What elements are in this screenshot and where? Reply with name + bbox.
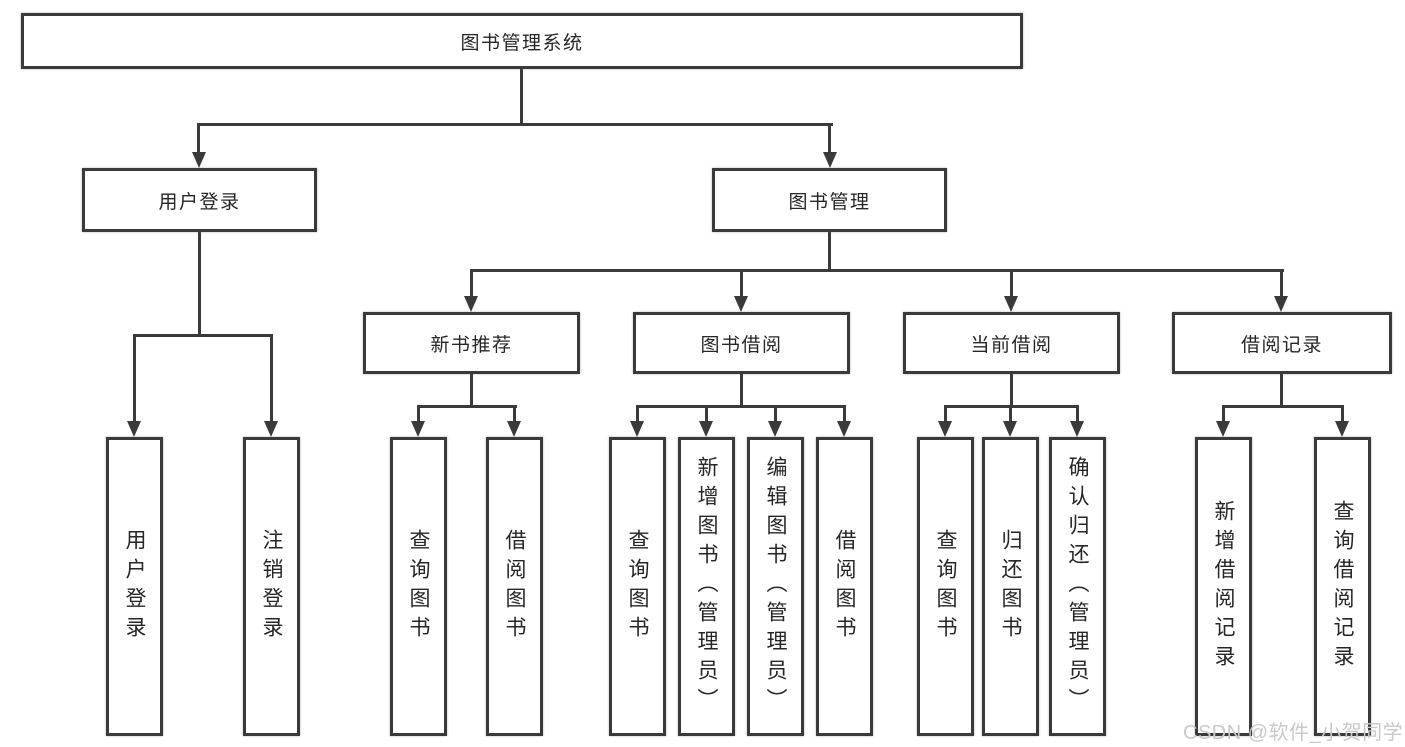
leaf-user-login: 用户登录 bbox=[106, 437, 163, 736]
connector-line bbox=[513, 405, 516, 422]
leaf-br-add-borrow-record: 新增借阅记录 bbox=[1195, 437, 1252, 736]
connector-arrowhead bbox=[1003, 421, 1017, 437]
leaf-cb-return-books: 归还图书 bbox=[982, 437, 1039, 736]
node-label: 查询借阅记录 bbox=[1331, 499, 1354, 674]
node-label: 当前借阅 bbox=[970, 334, 1053, 356]
connector-arrowhead bbox=[837, 421, 851, 437]
connector-arrowhead bbox=[630, 421, 644, 437]
node-book-borrowing: 图书借阅 bbox=[633, 312, 850, 374]
connector-line bbox=[636, 405, 639, 422]
connector-line bbox=[1010, 269, 1013, 297]
node-label: 图书借阅 bbox=[700, 334, 783, 356]
connector-arrowhead bbox=[127, 421, 141, 437]
node-library-management-system: 图书管理系统 bbox=[21, 13, 1023, 69]
connector-line bbox=[1280, 374, 1283, 408]
node-label: 查询图书 bbox=[626, 528, 649, 645]
node-new-book-recommendation: 新书推荐 bbox=[363, 312, 580, 374]
node-label: 借阅图书 bbox=[833, 528, 856, 645]
connector-arrowhead bbox=[1070, 421, 1084, 437]
node-label: 查询图书 bbox=[934, 528, 957, 645]
connector-line bbox=[1009, 405, 1012, 422]
leaf-cb-confirm-return-admin: 确认归还（管理员） bbox=[1049, 437, 1106, 736]
node-label: 借阅图书 bbox=[503, 528, 526, 645]
connector-line bbox=[270, 334, 273, 422]
connector-line bbox=[198, 232, 201, 337]
connector-line bbox=[197, 123, 200, 153]
node-label: 查询图书 bbox=[407, 528, 430, 645]
node-book-management: 图书管理 bbox=[712, 168, 947, 232]
node-label: 确认归还（管理员） bbox=[1066, 456, 1089, 717]
connector-arrowhead bbox=[1335, 421, 1349, 437]
node-label: 用户登录 bbox=[123, 528, 146, 645]
connector-line bbox=[470, 269, 1284, 272]
connector-line bbox=[705, 405, 708, 422]
node-label: 新增借阅记录 bbox=[1212, 499, 1235, 674]
connector-line bbox=[1222, 405, 1225, 422]
csdn-watermark: CSDN @软件_小贺同学 bbox=[1183, 722, 1404, 744]
connector-line bbox=[828, 232, 831, 272]
node-user-login: 用户登录 bbox=[82, 168, 317, 232]
node-borrowing-records: 借阅记录 bbox=[1172, 312, 1392, 374]
connector-arrowhead bbox=[734, 296, 748, 312]
leaf-nbr-borrow-books: 借阅图书 bbox=[486, 437, 543, 736]
connector-line bbox=[1341, 405, 1344, 422]
node-label: 用户登录 bbox=[158, 191, 241, 213]
leaf-br-query-borrow-record: 查询借阅记录 bbox=[1314, 437, 1371, 736]
leaf-cb-query-books: 查询图书 bbox=[917, 437, 974, 736]
connector-line bbox=[133, 334, 273, 337]
connector-line bbox=[1076, 405, 1079, 422]
connector-arrowhead bbox=[1004, 296, 1018, 312]
leaf-bb-borrow-books: 借阅图书 bbox=[816, 437, 873, 736]
node-label: 图书管理系统 bbox=[460, 32, 584, 54]
leaf-nbr-query-books: 查询图书 bbox=[390, 437, 447, 736]
node-current-borrowing: 当前借阅 bbox=[903, 312, 1120, 374]
connector-arrowhead bbox=[768, 421, 782, 437]
connector-line bbox=[520, 68, 523, 126]
node-label: 新书推荐 bbox=[430, 334, 513, 356]
node-label: 注销登录 bbox=[260, 528, 283, 645]
connector-line bbox=[197, 123, 833, 126]
connector-line bbox=[740, 374, 743, 408]
leaf-bb-add-book-admin: 新增图书（管理员） bbox=[678, 437, 735, 736]
connector-arrowhead bbox=[1274, 296, 1288, 312]
connector-line bbox=[417, 405, 517, 408]
connector-line bbox=[944, 405, 947, 422]
leaf-bb-query-books: 查询图书 bbox=[609, 437, 666, 736]
connector-arrowhead bbox=[699, 421, 713, 437]
node-label: 图书管理 bbox=[788, 191, 871, 213]
leaf-bb-edit-book-admin: 编辑图书（管理员） bbox=[747, 437, 804, 736]
connector-line bbox=[740, 269, 743, 297]
connector-line bbox=[843, 405, 846, 422]
connector-line bbox=[774, 405, 777, 422]
connector-line bbox=[1280, 269, 1283, 297]
leaf-logout: 注销登录 bbox=[243, 437, 300, 736]
node-label: 编辑图书（管理员） bbox=[764, 456, 787, 717]
connector-arrowhead bbox=[464, 296, 478, 312]
connector-line bbox=[470, 269, 473, 297]
connector-line bbox=[470, 374, 473, 408]
connector-line bbox=[636, 405, 846, 408]
connector-line bbox=[417, 405, 420, 422]
connector-arrowhead bbox=[264, 421, 278, 437]
connector-arrowhead bbox=[1216, 421, 1230, 437]
connector-arrowhead bbox=[411, 421, 425, 437]
connector-line bbox=[1222, 405, 1344, 408]
node-label: 新增图书（管理员） bbox=[695, 456, 718, 717]
node-label: 归还图书 bbox=[999, 528, 1022, 645]
connector-line bbox=[828, 123, 831, 153]
connector-line bbox=[133, 334, 136, 422]
connector-arrowhead bbox=[192, 152, 206, 168]
connector-arrowhead bbox=[938, 421, 952, 437]
node-label: 借阅记录 bbox=[1240, 334, 1323, 356]
connector-arrowhead bbox=[507, 421, 521, 437]
connector-arrowhead bbox=[823, 152, 837, 168]
connector-line bbox=[1010, 374, 1013, 408]
